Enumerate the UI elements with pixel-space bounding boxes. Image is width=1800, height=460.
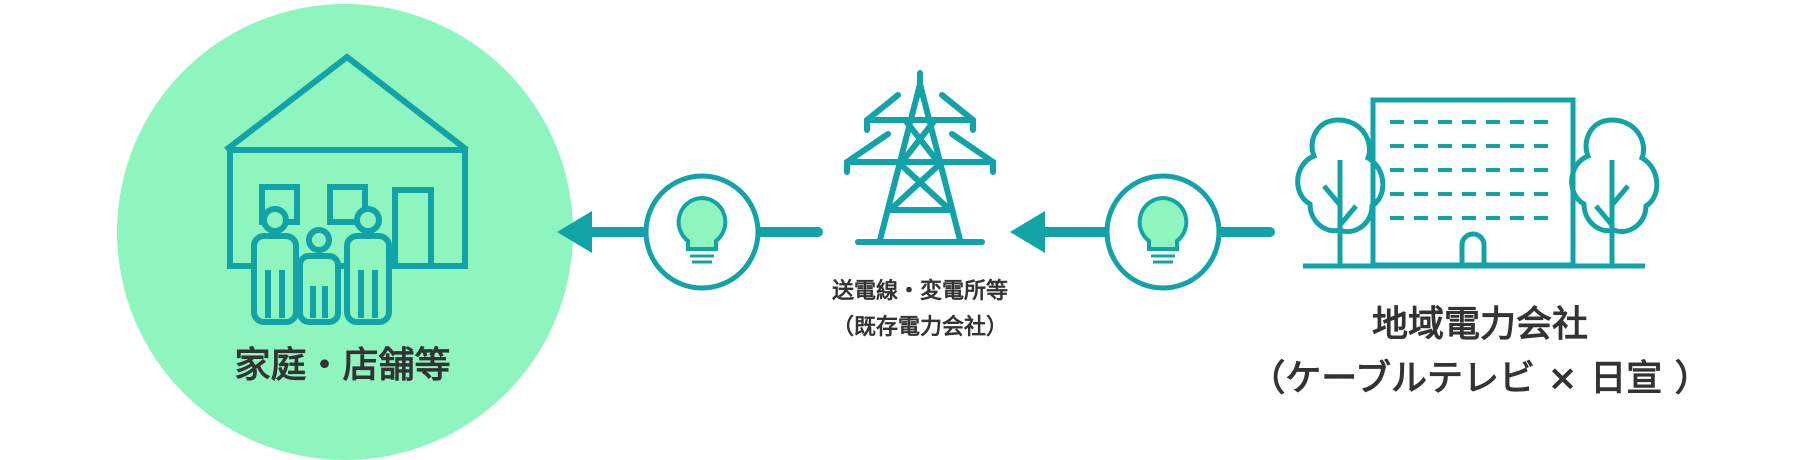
- company-label-line2: （ケーブルテレビ × 日宣 ）: [1249, 358, 1711, 399]
- home-background-circle: [117, 4, 573, 460]
- office-building-with-trees-icon: [1295, 97, 1660, 269]
- lightbulb-icon: [643, 173, 823, 291]
- company-label: 地域電力会社 （ケーブルテレビ × 日宣 ）: [1200, 298, 1760, 406]
- grid-label-line1: 送電線・変電所等: [831, 279, 1008, 304]
- transmission-tower-icon: [844, 70, 996, 245]
- lightbulb-icon: [1104, 173, 1275, 291]
- grid-label: 送電線・変電所等 （既存電力会社）: [780, 274, 1060, 346]
- house-with-family-icon: [224, 53, 469, 325]
- company-label-line1: 地域電力会社: [1371, 304, 1588, 345]
- grid-label-line2: （既存電力会社）: [831, 315, 1008, 340]
- arrow-left-icon: [1010, 211, 1108, 253]
- home-label: 家庭・店舗等: [234, 345, 451, 386]
